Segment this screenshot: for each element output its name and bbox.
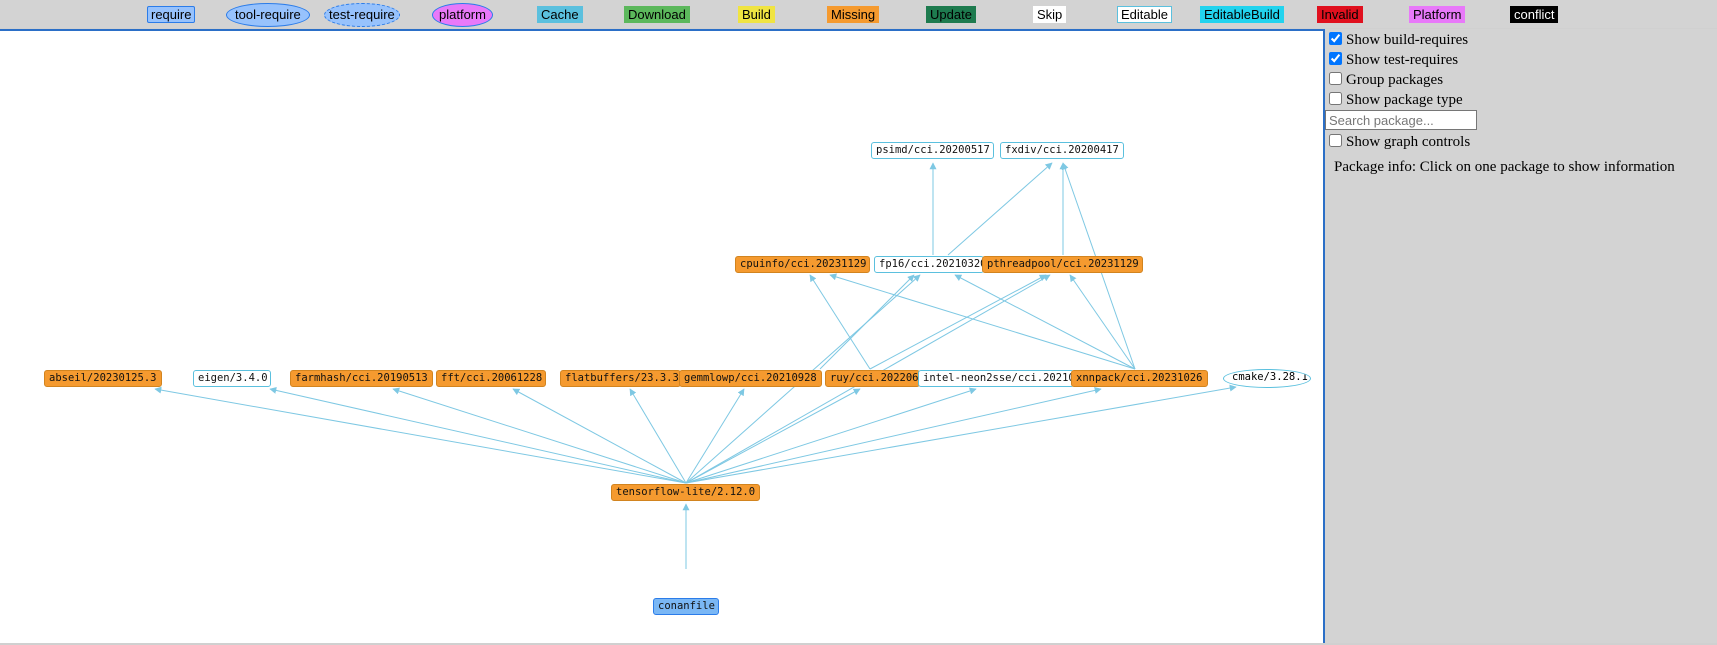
legend-test-require: test-require: [324, 3, 400, 27]
node-tensorflow-lite[interactable]: tensorflow-lite/2.12.0: [611, 484, 760, 501]
dependency-edge: [1069, 274, 1136, 370]
dependency-edge: [685, 388, 745, 484]
show-package-type-option[interactable]: Show package type: [1327, 91, 1463, 109]
legend-editable-build: EditableBuild: [1200, 6, 1284, 23]
legend-cache: Cache: [537, 6, 583, 23]
node-fp16[interactable]: fp16/cci.20210320: [874, 256, 984, 273]
legend-invalid: Invalid: [1317, 6, 1363, 23]
dependency-graph-canvas[interactable]: psimd/cci.20200517 fxdiv/cci.20200417 cp…: [0, 29, 1325, 643]
legend-tool-require: tool-require: [226, 3, 310, 27]
legend-download: Download: [624, 6, 690, 23]
legend-editable: Editable: [1117, 6, 1172, 23]
show-build-requires-option[interactable]: Show build-requires: [1327, 31, 1468, 49]
dependency-edge: [954, 274, 1136, 370]
node-psimd[interactable]: psimd/cci.20200517: [871, 142, 994, 159]
show-package-type-checkbox[interactable]: [1329, 92, 1342, 105]
node-cmake[interactable]: cmake/3.28.1: [1223, 369, 1311, 388]
node-farmhash[interactable]: farmhash/cci.20190513: [290, 370, 433, 387]
options-panel: [1325, 29, 1717, 643]
legend-missing: Missing: [827, 6, 880, 23]
node-eigen[interactable]: eigen/3.4.0: [193, 370, 271, 387]
node-conanfile[interactable]: conanfile: [653, 598, 719, 615]
node-pthreadpool[interactable]: pthreadpool/cci.20231129: [982, 256, 1143, 273]
node-flatbuffers[interactable]: flatbuffers/23.3.3: [560, 370, 681, 387]
legend-conflict: conflict: [1510, 6, 1559, 23]
dependency-edge: [685, 387, 977, 484]
dependency-edge: [392, 387, 687, 484]
node-ruy[interactable]: ruy/cci.20220628: [825, 370, 920, 387]
group-packages-checkbox[interactable]: [1329, 72, 1342, 85]
show-graph-controls-option[interactable]: Show graph controls: [1327, 133, 1470, 151]
legend-update: Update: [926, 6, 976, 23]
node-gemmlowp[interactable]: gemmlowp/cci.20210928: [679, 370, 822, 387]
dependency-edge: [512, 388, 687, 484]
node-abseil[interactable]: abseil/20230125.3: [44, 370, 162, 387]
dependency-edge: [819, 274, 915, 370]
package-info: Package info: Click on one package to sh…: [1334, 159, 1675, 175]
show-build-requires-checkbox[interactable]: [1329, 32, 1342, 45]
dependency-edge: [154, 386, 687, 484]
dependency-edge: [685, 386, 1102, 484]
node-xnnpack[interactable]: xnnpack/cci.20231026: [1071, 370, 1208, 387]
dependency-edge: [869, 274, 1047, 370]
search-package-input[interactable]: [1325, 110, 1477, 130]
show-test-requires-checkbox[interactable]: [1329, 52, 1342, 65]
show-test-requires-option[interactable]: Show test-requires: [1327, 51, 1458, 69]
dependency-edge: [269, 386, 687, 484]
node-intel-neon2sse[interactable]: intel-neon2sse/cci.20210225: [918, 370, 1074, 387]
graph-edges: [154, 162, 1237, 569]
dependency-edge: [685, 384, 1237, 484]
legend-build: Build: [738, 6, 775, 23]
dependency-edge: [809, 274, 871, 370]
dependency-edge: [829, 273, 1136, 370]
legend-platform: platform: [432, 3, 493, 27]
show-graph-controls-checkbox[interactable]: [1329, 134, 1342, 147]
dependency-edge: [629, 388, 687, 484]
legend-bar: require tool-require test-require platfo…: [0, 0, 1717, 28]
dependency-edge: [947, 162, 1053, 256]
group-packages-option[interactable]: Group packages: [1327, 71, 1443, 89]
legend-require: require: [147, 6, 196, 23]
dependency-edge: [685, 388, 861, 484]
node-fxdiv[interactable]: fxdiv/cci.20200417: [1000, 142, 1124, 159]
legend-skip: Skip: [1033, 6, 1067, 23]
node-fft[interactable]: fft/cci.20061228: [436, 370, 546, 387]
node-cpuinfo[interactable]: cpuinfo/cci.20231129: [735, 256, 870, 273]
legend-platform-pkg: Platform: [1409, 6, 1466, 23]
